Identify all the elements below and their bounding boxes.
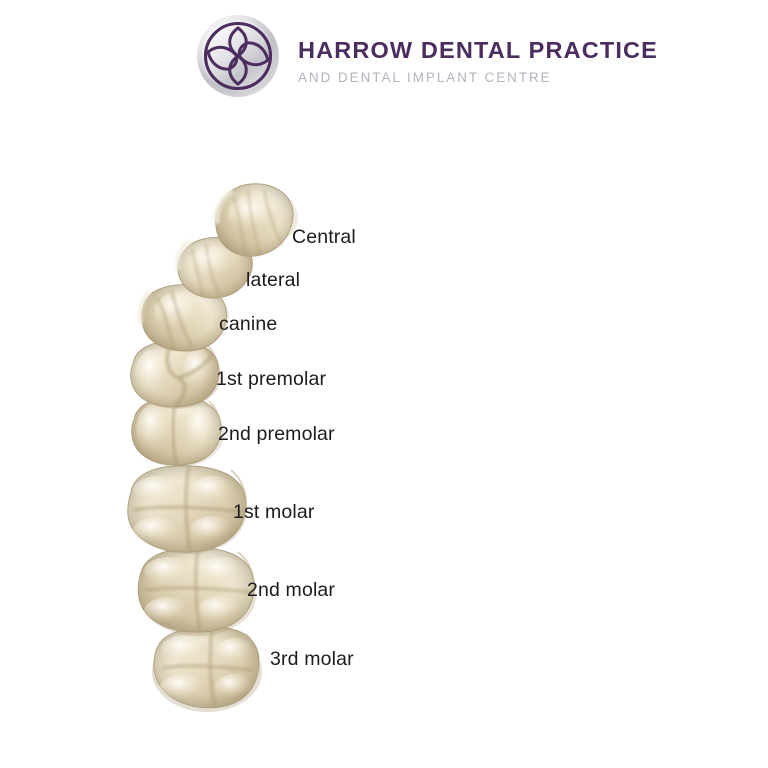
brand-text-block: HARROW DENTAL PRACTICE AND DENTAL IMPLAN… [298,26,658,85]
tooth-3rd-molar [152,626,262,712]
tooth-label-2nd-molar: 2nd molar [247,579,336,601]
tooth-label-2nd-premolar: 2nd premolar [218,423,335,445]
tooth-label-1st-molar: 1st molar [233,501,315,523]
tooth-label-canine: canine [219,313,278,335]
tooth-canine [137,284,229,352]
brand-tagline: AND DENTAL IMPLANT CENTRE [298,69,552,85]
brand-title: HARROW DENTAL PRACTICE [298,37,658,64]
tooth-label-1st-premolar: 1st premolar [216,368,327,390]
brand-lockup: HARROW DENTAL PRACTICE AND DENTAL IMPLAN… [196,14,658,98]
tooth-label-central: Central [292,226,356,248]
tooth-2nd-premolar [131,396,224,467]
tooth-central-incisor [213,183,298,257]
tooth-2nd-molar [137,547,256,636]
site-header: HARROW DENTAL PRACTICE AND DENTAL IMPLAN… [0,0,768,118]
harrow-dental-knot-logo-icon [196,14,280,98]
tooth-1st-molar [127,465,248,554]
tooth-label-3rd-molar: 3rd molar [270,648,354,670]
tooth-label-lateral: lateral [246,269,301,291]
tooth-1st-premolar [130,340,221,409]
